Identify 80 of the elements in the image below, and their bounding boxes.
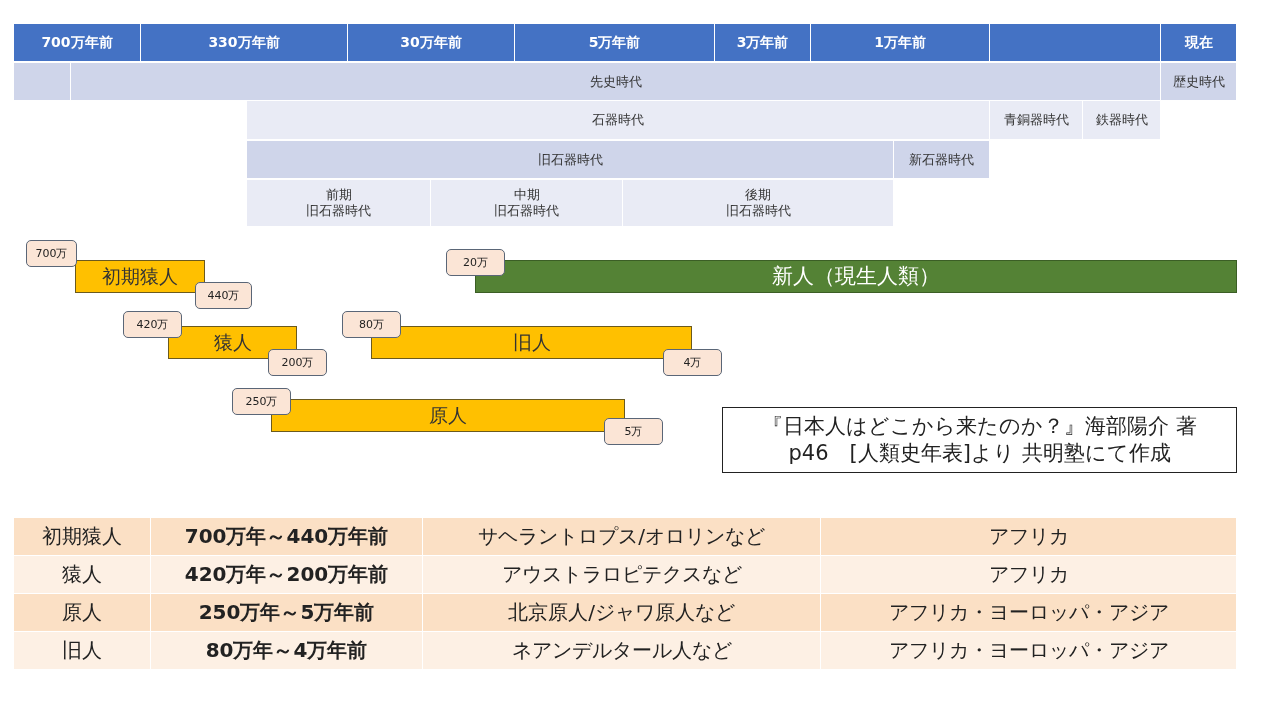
source-text: 『日本人はどこから来たのか？』海部陽介 著 <box>762 412 1197 440</box>
table-cell: アフリカ・ヨーロッパ・アジア <box>821 632 1236 669</box>
table-cell: 原人 <box>14 594 150 631</box>
table-cell: 420万年～200万年前 <box>151 556 422 593</box>
date-label: 5万年前 <box>588 34 641 51</box>
table-cell: アウストラロピテクスなど <box>423 556 820 593</box>
date-badge <box>232 388 291 415</box>
period-label: 後期 <box>745 187 771 203</box>
period-band <box>14 63 70 100</box>
table-cell: ネアンデルタール人など <box>423 632 820 669</box>
species-label: 旧人 <box>512 331 551 354</box>
badge-label: 700万 <box>35 246 68 261</box>
table-cell: アフリカ・ヨーロッパ・アジア <box>821 594 1236 631</box>
header-cell <box>811 24 989 61</box>
period-label: 旧石器時代 <box>494 203 559 219</box>
header-cell <box>1161 24 1236 61</box>
period-band <box>894 141 989 178</box>
table-cell: 250万年～5万年前 <box>151 594 422 631</box>
period-band <box>247 101 989 139</box>
species-label: 原人 <box>429 404 467 427</box>
period-band <box>1083 101 1160 139</box>
species-label: 猿人 <box>213 331 252 354</box>
date-badge <box>123 311 182 338</box>
period-band <box>990 101 1082 139</box>
date-badge <box>446 249 505 276</box>
period-label: 先史時代 <box>589 73 642 90</box>
period-label: 歴史時代 <box>1172 73 1225 90</box>
period-label: 青銅器時代 <box>1003 112 1069 128</box>
period-label: 旧石器時代 <box>537 151 603 168</box>
header-cell <box>515 24 714 61</box>
badge-label: 440万 <box>207 288 240 303</box>
date-label: 3万年前 <box>736 34 789 51</box>
species-label: 初期猿人 <box>102 265 178 288</box>
source-box <box>722 407 1237 473</box>
period-label: 前期 <box>325 187 352 203</box>
table-cell: 700万年～440万年前 <box>151 518 422 555</box>
date-badge <box>663 349 722 376</box>
date-label: 30万年前 <box>400 34 462 51</box>
table-cell: アフリカ <box>821 556 1236 593</box>
date-badge <box>195 282 252 309</box>
badge-label: 80万 <box>359 317 384 332</box>
period-label: 鉄器時代 <box>1095 112 1148 128</box>
badge-label: 20万 <box>463 255 488 270</box>
badge-label: 420万 <box>136 317 169 332</box>
period-label: 石器時代 <box>592 112 644 128</box>
table-cell: 80万年～4万年前 <box>151 632 422 669</box>
period-band <box>71 63 1160 100</box>
badge-label: 200万 <box>281 355 314 370</box>
date-label: 1万年前 <box>874 34 926 51</box>
badge-label: 250万 <box>245 394 278 409</box>
period-band <box>1161 63 1236 100</box>
badge-label: 4万 <box>683 355 702 370</box>
date-badge <box>604 418 663 445</box>
species-bar <box>75 260 205 293</box>
date-label: 330万年前 <box>208 34 280 51</box>
date-label: 700万年前 <box>41 34 113 51</box>
date-badge <box>26 240 77 267</box>
period-band <box>247 141 893 178</box>
table-cell: サヘラントロプス/オロリンなど <box>423 518 820 555</box>
date-badge <box>268 349 327 376</box>
period-label: 中期 <box>513 187 540 203</box>
header-cell <box>715 24 810 61</box>
period-label: 旧石器時代 <box>725 203 791 219</box>
date-badge <box>342 311 401 338</box>
species-label: 新人（現生人類） <box>772 263 940 290</box>
header-cell <box>990 24 1160 61</box>
period-label: 新石器時代 <box>909 151 974 168</box>
date-label: 現在 <box>1184 34 1213 51</box>
header-cell <box>14 24 140 61</box>
table-cell: 猿人 <box>14 556 150 593</box>
badge-label: 5万 <box>624 424 643 439</box>
table-cell: アフリカ <box>821 518 1236 555</box>
header-cell <box>141 24 347 61</box>
table-cell: 旧人 <box>14 632 150 669</box>
header-cell <box>348 24 514 61</box>
period-label: 旧石器時代 <box>306 203 371 219</box>
source-text: p46 [人類史年表]より 共明塾にて作成 <box>788 440 1171 467</box>
species-bar <box>168 326 297 359</box>
table-cell: 初期猿人 <box>14 518 150 555</box>
table-cell: 北京原人/ジャワ原人など <box>423 594 820 631</box>
